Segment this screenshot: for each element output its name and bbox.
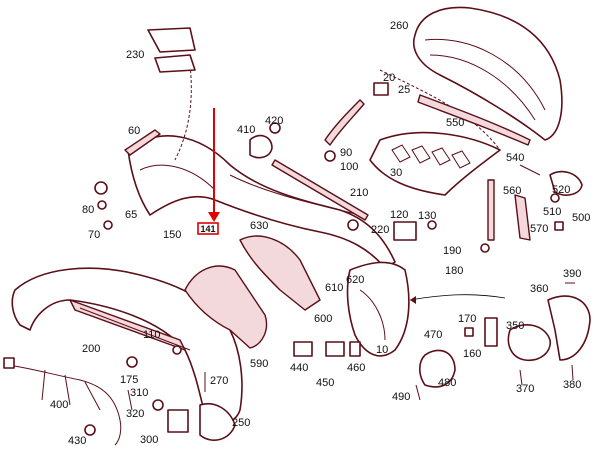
part-230-b: [154, 54, 196, 73]
label-520: 520: [552, 184, 570, 196]
label-350: 350: [506, 320, 524, 332]
label-480: 480: [438, 377, 456, 389]
label-440: 440: [290, 362, 308, 374]
part-420: [269, 122, 281, 134]
label-90: 90: [340, 147, 352, 159]
label-590: 590: [250, 358, 268, 370]
label-120: 120: [390, 209, 408, 221]
part-250: [199, 403, 236, 441]
part-210-rod: [271, 159, 369, 221]
label-560: 560: [503, 185, 521, 197]
label-220: 220: [371, 224, 389, 236]
part-400-harness: [3, 357, 122, 446]
label-570: 570: [530, 223, 548, 235]
label-60: 60: [128, 125, 140, 137]
label-10: 10: [376, 344, 388, 356]
part-30-diffuser: [369, 131, 501, 196]
label-600: 600: [314, 313, 332, 325]
label-410: 410: [237, 124, 255, 136]
label-175: 175: [120, 374, 138, 386]
label-320: 320: [126, 408, 144, 420]
label-550: 550: [446, 117, 464, 129]
label-150: 150: [163, 229, 181, 241]
label-360: 360: [530, 283, 548, 295]
part-260: [379, 6, 563, 151]
label-610: 610: [325, 282, 343, 294]
part-410: [249, 134, 273, 159]
label-620: 620: [346, 274, 364, 286]
label-110: 110: [143, 329, 161, 341]
part-590-bracket: [184, 265, 268, 349]
label-270: 270: [210, 375, 228, 387]
label-30: 30: [390, 167, 402, 179]
label-210: 210: [350, 187, 368, 199]
label-200: 200: [82, 343, 100, 355]
label-230: 230: [126, 49, 144, 61]
part-480: [418, 349, 456, 388]
label-630: 630: [250, 220, 268, 232]
highlight-marker: 141: [197, 108, 220, 235]
part-600-bracket: [239, 235, 321, 311]
bumper-cover: [127, 64, 396, 269]
part-60-strip: [124, 129, 161, 156]
bumper-side-part: [346, 261, 410, 357]
part-350-sensor: [507, 295, 591, 362]
fasteners: [84, 82, 575, 436]
label-430: 430: [68, 435, 86, 447]
label-450: 450: [316, 377, 334, 389]
label-420: 420: [265, 115, 283, 127]
part-trim-upper: [324, 99, 365, 146]
label-470: 470: [424, 329, 442, 341]
label-510: 510: [543, 206, 561, 218]
label-370: 370: [516, 383, 534, 395]
label-260: 260: [390, 20, 408, 32]
label-400: 400: [50, 399, 68, 411]
assembly-arrows: [409, 294, 506, 304]
part-500: [549, 170, 583, 196]
label-100: 100: [340, 161, 358, 173]
label-300: 300: [140, 434, 158, 446]
label-65: 65: [125, 209, 137, 221]
part-540-lead: [519, 164, 541, 176]
label-130: 130: [418, 210, 436, 222]
label-25: 25: [398, 84, 410, 96]
label-500: 500: [572, 212, 590, 224]
label-180: 180: [445, 265, 463, 277]
highlighted-part-label: 141: [200, 224, 215, 234]
label-380: 380: [563, 379, 581, 391]
label-190: 190: [443, 245, 461, 257]
label-80: 80: [82, 204, 94, 216]
label-540: 540: [506, 152, 524, 164]
part-230-a: [147, 27, 196, 53]
label-490: 490: [392, 391, 410, 403]
label-70: 70: [88, 229, 100, 241]
label-460: 460: [347, 362, 365, 374]
part-550-strip: [417, 94, 531, 146]
label-310: 310: [130, 387, 148, 399]
label-250: 250: [232, 417, 250, 429]
label-20: 20: [383, 72, 395, 84]
part-570: [514, 194, 531, 241]
part-labels: 10 20 25 30 60 65 70 80 90 100 110 120 1…: [50, 20, 590, 447]
label-390: 390: [563, 268, 581, 280]
label-170: 170: [458, 313, 476, 325]
label-160: 160: [463, 348, 481, 360]
part-560: [487, 179, 495, 241]
